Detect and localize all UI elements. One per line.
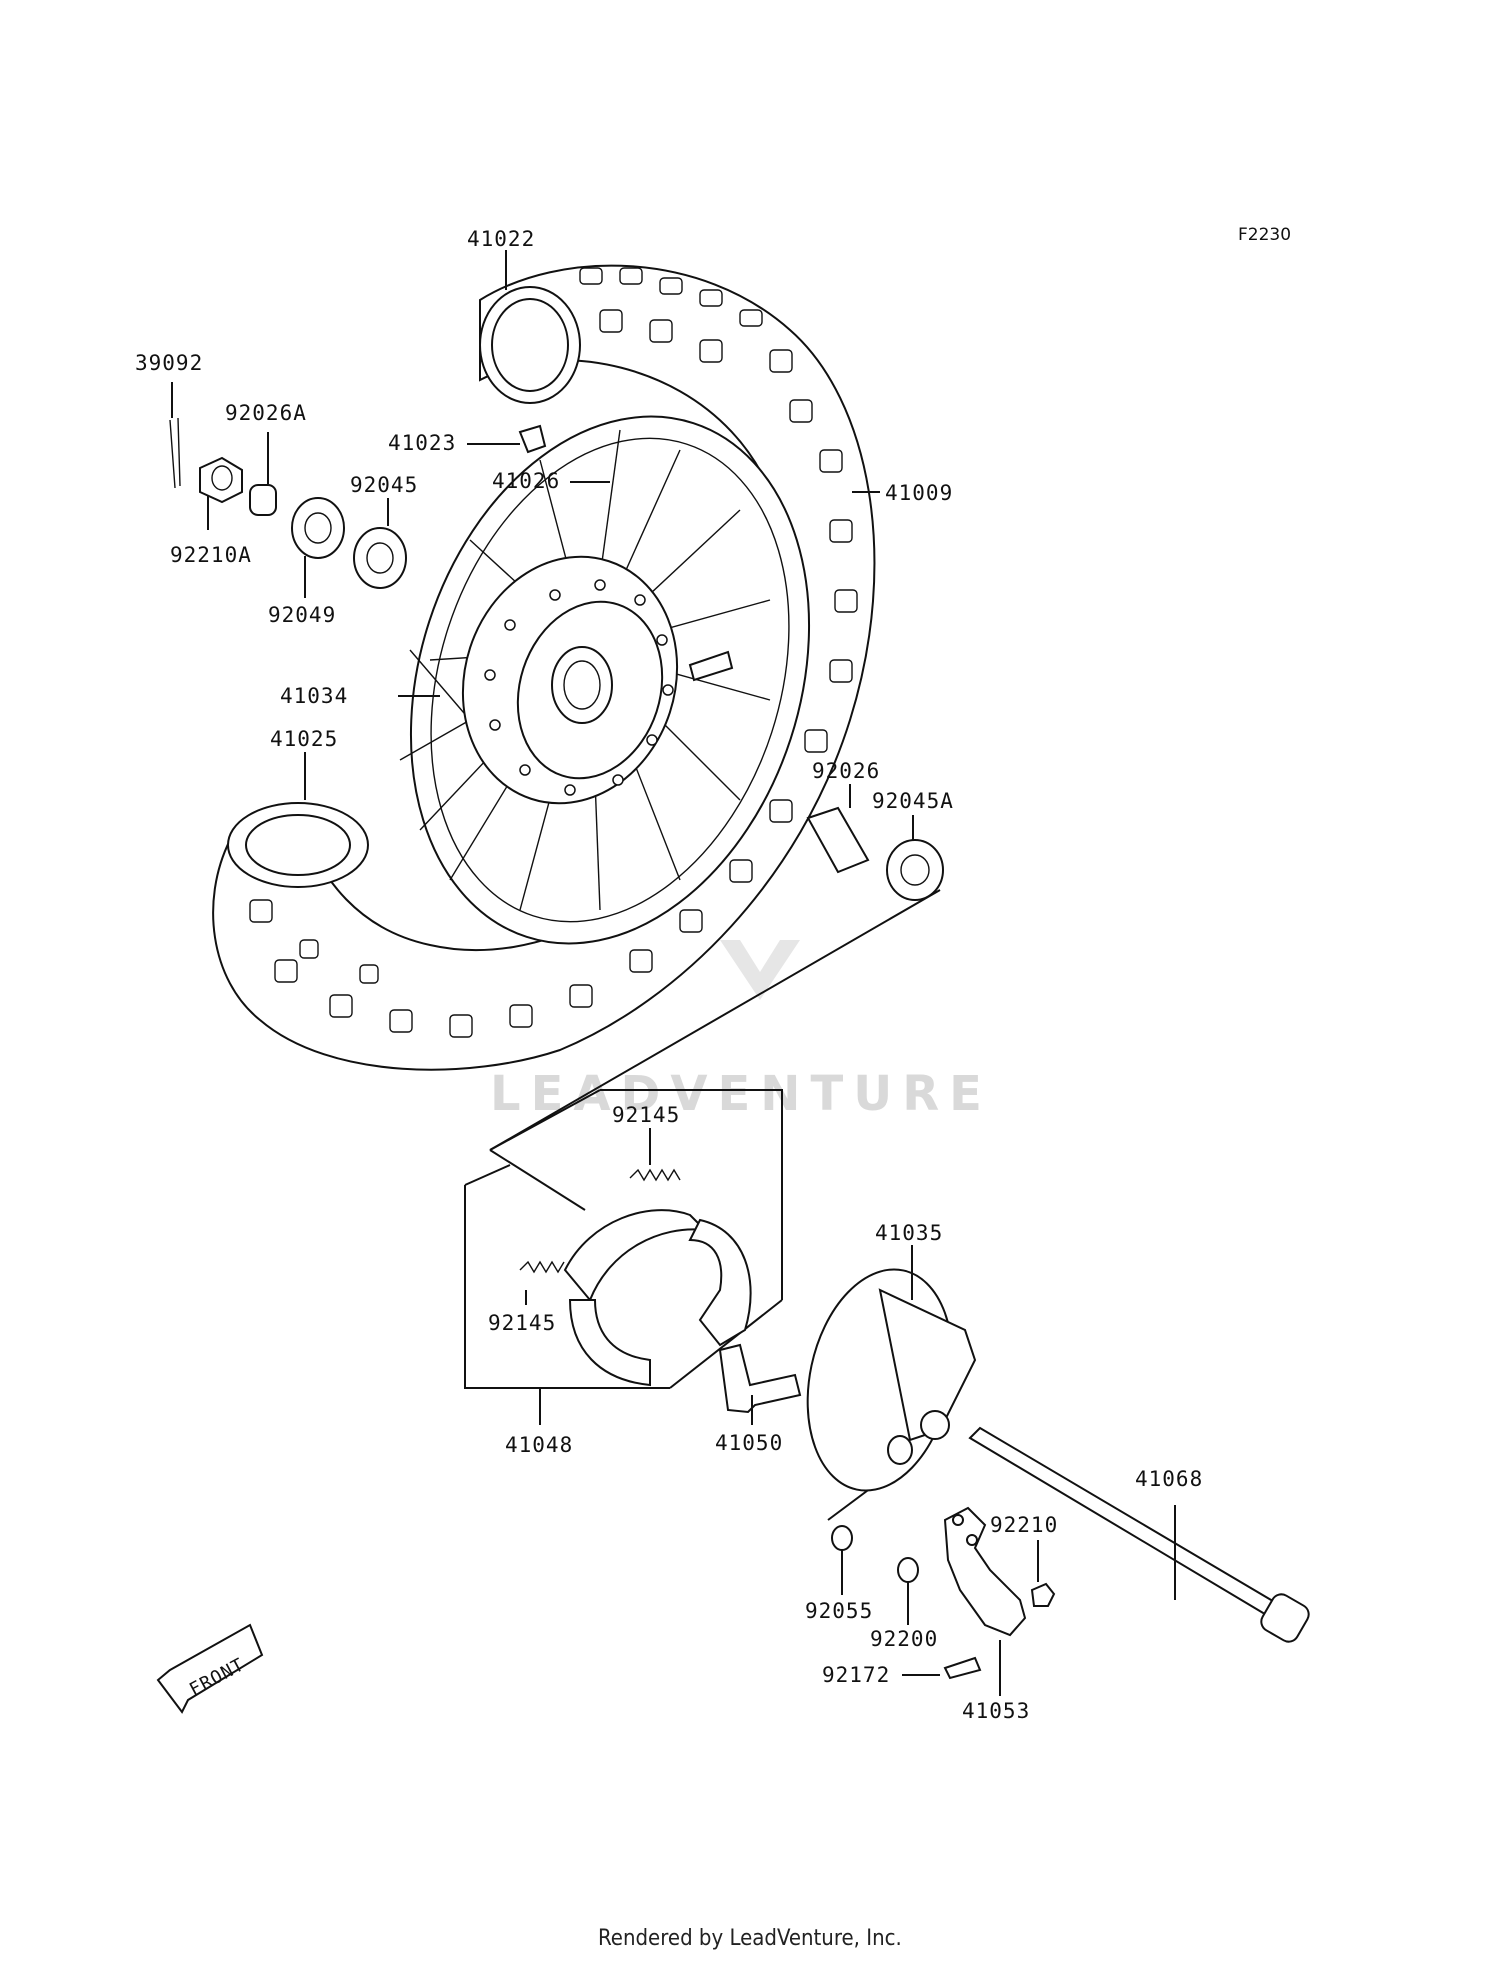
tire-tread-pattern	[249, 267, 858, 1038]
callout-92145-left: 92145	[488, 1311, 556, 1335]
assembly-guide-lines	[464, 889, 941, 1521]
callout-41009: 41009	[885, 481, 953, 505]
bolt-92172	[943, 1656, 982, 1680]
brake-cam-41050	[718, 1343, 802, 1414]
callout-92145-top: 92145	[612, 1103, 680, 1127]
callout-41035: 41035	[875, 1221, 943, 1245]
callout-92200: 92200	[870, 1627, 938, 1651]
callout-41068: 41068	[1135, 1467, 1203, 1491]
bearing-92049	[291, 497, 345, 559]
washer-92200	[897, 1557, 919, 1583]
watermark: LEADVENTURE	[490, 940, 992, 1122]
tube-section-bottom	[245, 814, 351, 876]
callout-41053: 41053	[962, 1699, 1030, 1723]
brake-shoe-lower	[568, 1299, 651, 1387]
brake-shoe-right	[688, 1218, 752, 1347]
figure-code: F2230	[1238, 225, 1291, 245]
callout-39092: 39092	[135, 351, 203, 375]
bearing-92045A	[886, 839, 944, 901]
callout-92049: 92049	[268, 603, 336, 627]
callout-41022: 41022	[467, 227, 535, 251]
watermark-text: LEADVENTURE	[490, 1066, 992, 1122]
nut-92210A	[199, 456, 243, 504]
valve-stem-rim	[688, 650, 734, 682]
callout-41023: 41023	[388, 431, 456, 455]
callout-92026: 92026	[812, 759, 880, 783]
callout-41048: 41048	[505, 1433, 573, 1457]
leader-lines	[171, 250, 1176, 1696]
nut-92210	[1030, 1582, 1056, 1607]
callout-41025: 41025	[270, 727, 338, 751]
brake-lever-41053	[943, 1506, 1027, 1637]
spring-92145-left	[519, 1260, 565, 1274]
cotter-pin-39092	[169, 417, 181, 489]
callout-92210A: 92210A	[170, 543, 252, 567]
callout-41034: 41034	[280, 684, 348, 708]
callout-92055: 92055	[805, 1599, 873, 1623]
washer-92055	[831, 1525, 853, 1551]
callout-92026A: 92026A	[225, 401, 307, 425]
brake-panel-boss	[878, 1288, 977, 1442]
tube-section-top	[491, 298, 569, 392]
spring-92145-top	[629, 1168, 681, 1182]
front-arrow: FRONT	[156, 1623, 264, 1714]
wheel-assembly	[212, 264, 876, 1071]
axle-head	[1260, 1593, 1310, 1643]
hub-holes	[484, 579, 674, 796]
collar-92026	[806, 806, 870, 874]
hub-bore	[551, 646, 613, 724]
collar-92026A	[249, 484, 277, 516]
callout-92045: 92045	[350, 473, 418, 497]
bearing-92045	[353, 527, 407, 589]
callout-92172: 92172	[822, 1663, 890, 1687]
callout-92210: 92210	[990, 1513, 1058, 1537]
callout-41050: 41050	[715, 1431, 783, 1455]
footer-credit: Rendered by LeadVenture, Inc.	[598, 1926, 902, 1951]
axle-small-parts	[169, 417, 944, 901]
brake-shoe-upper-41048	[563, 1209, 708, 1302]
valve-stem	[518, 424, 547, 454]
callout-41026: 41026	[492, 469, 560, 493]
callout-92045A: 92045A	[872, 789, 954, 813]
